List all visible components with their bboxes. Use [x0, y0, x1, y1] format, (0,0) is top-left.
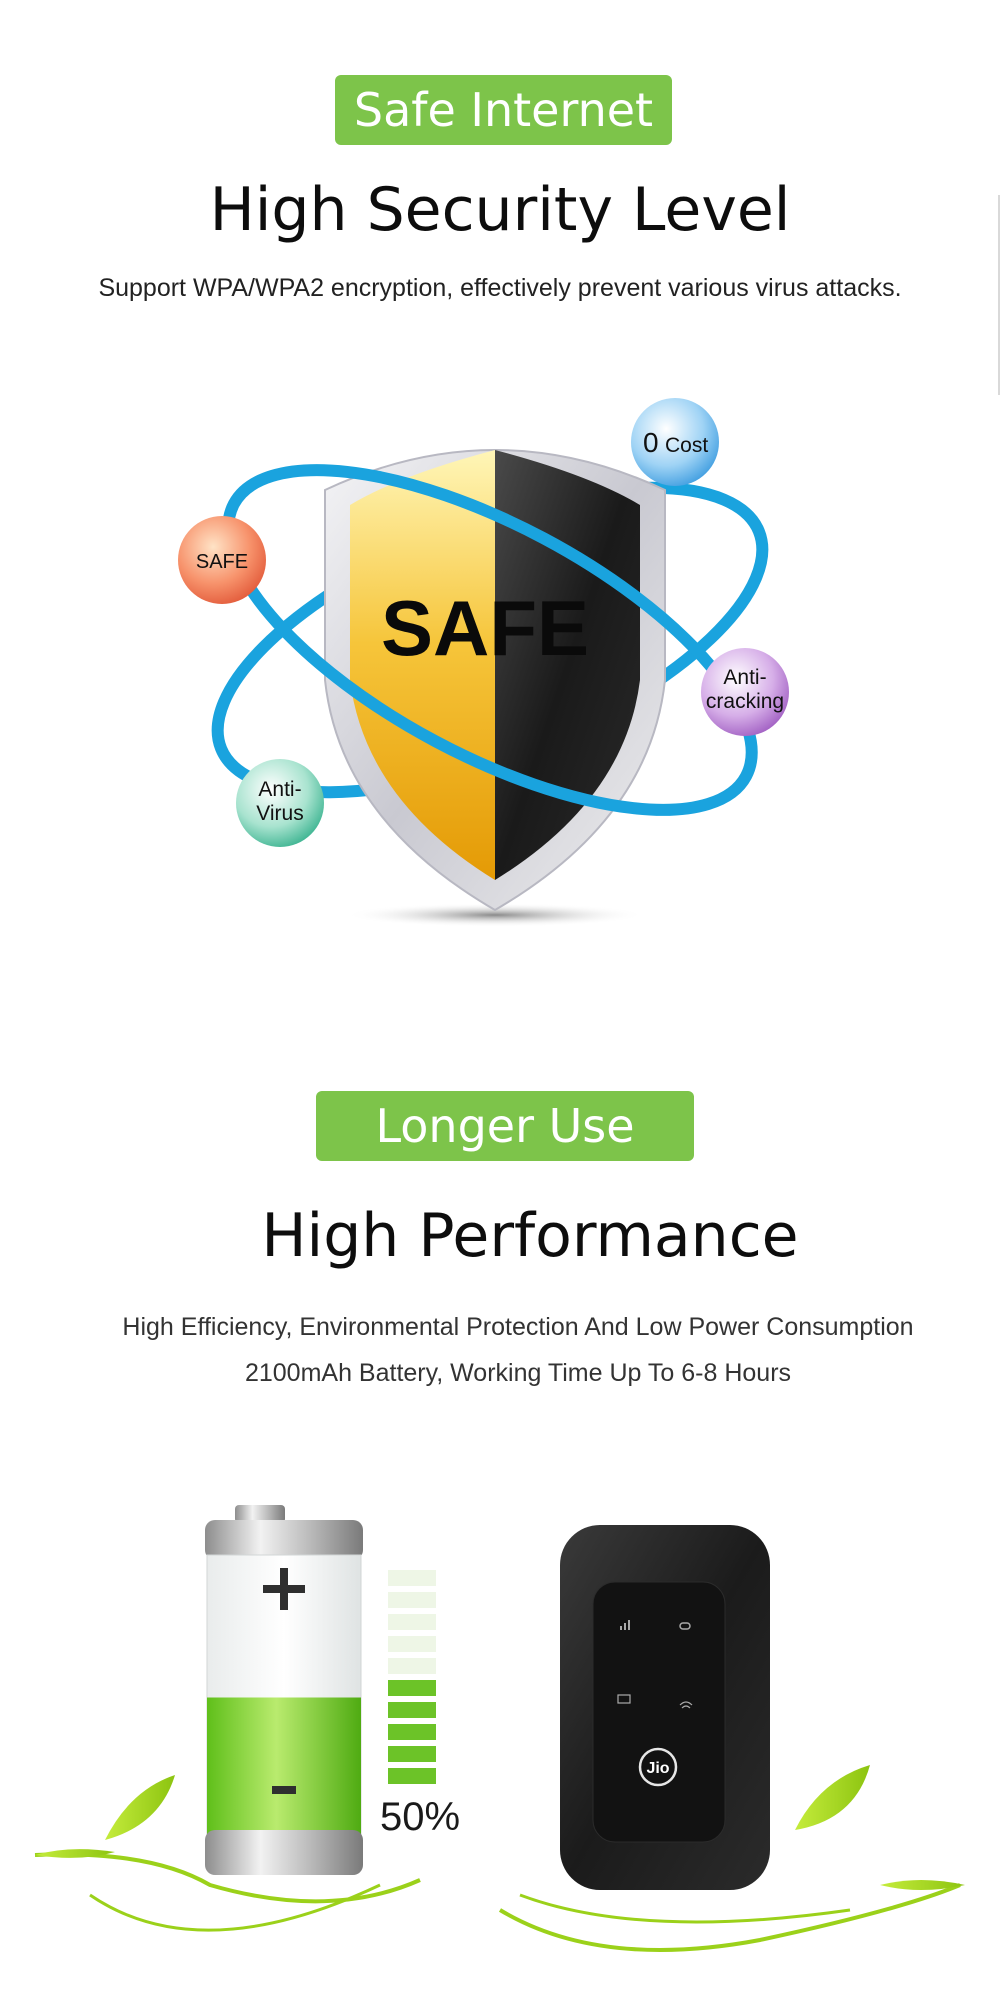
shield-safe-text: SAFE: [381, 584, 589, 672]
leaf-left-1: [35, 1849, 115, 1858]
battery-icon: [205, 1505, 363, 1875]
battery-percentage-label: 50%: [380, 1795, 460, 1839]
svg-text:Anti-: Anti-: [723, 666, 766, 689]
svg-text:0: 0: [643, 427, 659, 458]
longer-use-time-badge: Longer Use Time: [316, 1091, 694, 1223]
battery-level-bar: [388, 1592, 436, 1608]
safe-internet-badge: Safe Internet: [335, 75, 672, 145]
wifi-icon: [679, 1701, 693, 1709]
svg-text:Virus: Virus: [256, 802, 303, 825]
jio-logo-ring: [638, 1747, 678, 1787]
battery-level-bar: [388, 1570, 436, 1586]
anti-cracking-bubble: Anti- cracking: [701, 648, 789, 736]
performance-heading: High Performance: [261, 1201, 799, 1271]
svg-text:Cost: Cost: [665, 434, 708, 457]
battery-level-bar: [388, 1614, 436, 1630]
battery-fill-level: [207, 1697, 361, 1840]
battery-device-illustration: 50% Jio: [34, 1505, 965, 1952]
security-description: Support WPA/WPA2 encryption, effectively…: [98, 274, 902, 302]
security-heading: High Security Level: [209, 175, 791, 245]
shield-gold-half: [350, 450, 495, 880]
scrollbar-thumb[interactable]: [998, 195, 1000, 395]
battery-level-bar: [388, 1724, 436, 1740]
svg-text:SAFE: SAFE: [196, 551, 248, 573]
jio-hotspot-device: Jio: [560, 1525, 770, 1890]
battery-level-bar: [388, 1680, 436, 1696]
battery-level-bar: [388, 1746, 436, 1762]
svg-text:Anti-: Anti-: [258, 778, 301, 801]
performance-line-1: High Efficiency, Environmental Protectio…: [122, 1313, 914, 1341]
right-swirl: [498, 1883, 961, 1952]
anti-virus-bubble: Anti- Virus: [236, 759, 324, 847]
battery-level-bar: [388, 1768, 436, 1784]
leaf-left-2: [105, 1775, 175, 1840]
orbit-ring-front: [222, 464, 758, 816]
zero-cost-bubble: 0 Cost: [631, 398, 719, 486]
battery-level-bars: [388, 1570, 436, 1784]
jio-logo-text: Jio: [646, 1760, 669, 1777]
shield-dark-half: [495, 450, 640, 880]
battery-level-bar: [388, 1658, 436, 1674]
security-shield-illustration: SAFE SAFE 0 Cost Anti- cracking Anti- Vi…: [178, 398, 789, 927]
shield-shadow: [345, 903, 645, 927]
message-icon: [617, 1694, 631, 1704]
performance-line-2: 2100mAh Battery, Working Time Up To 6-8 …: [244, 1359, 792, 1387]
safe-bubble: SAFE: [178, 516, 266, 604]
leaf-right-2: [795, 1765, 870, 1830]
battery-minus-sign: [272, 1786, 296, 1794]
battery-level-bar: [388, 1702, 436, 1718]
battery-status-icon: [679, 1622, 691, 1630]
signal-icon: [620, 1620, 630, 1630]
battery-level-bar: [388, 1636, 436, 1652]
left-swirl: [34, 1852, 421, 1904]
leaf-right-1: [880, 1880, 965, 1890]
svg-text:cracking: cracking: [706, 690, 784, 713]
